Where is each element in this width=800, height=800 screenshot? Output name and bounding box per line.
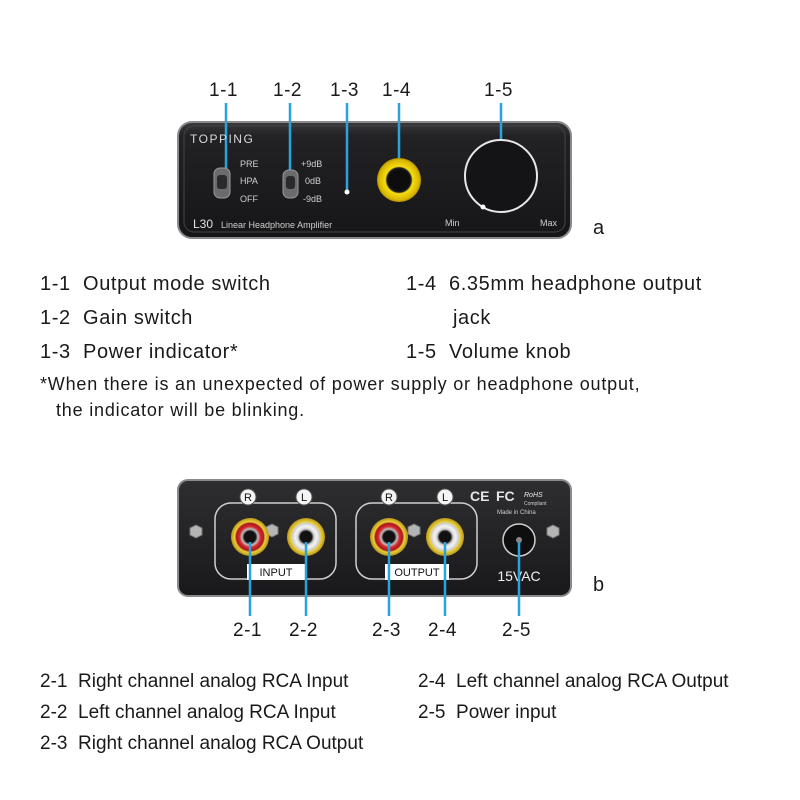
front-panel-diagram: TOPPING PRE HPA OFF +9dB 0dB -9dB Min Ma… xyxy=(177,103,572,239)
legend-item-1-4-cont: jack xyxy=(453,307,491,329)
headphone-jack-hole xyxy=(388,169,410,191)
legend-id: 2-5 xyxy=(418,702,446,723)
legend-text: Left channel analog RCA Output xyxy=(456,671,729,692)
callout-2-2: 2-2 xyxy=(289,620,318,641)
legend-item-1-5: 1-5 Volume knob xyxy=(406,341,571,364)
panel-label-a: a xyxy=(593,217,605,239)
callout-1-5: 1-5 xyxy=(484,80,513,101)
callout-1-3: 1-3 xyxy=(330,80,359,101)
mode-label-off: OFF xyxy=(240,194,258,204)
legend-text: Right channel analog RCA Input xyxy=(78,671,349,692)
fc-mark: FC xyxy=(496,488,515,504)
legend-item-2-4: 2-4 Left channel analog RCA Output xyxy=(418,671,729,693)
input-label: INPUT xyxy=(260,567,293,579)
legend-item-1-1: 1-1 Output mode switch xyxy=(40,273,271,296)
power-jack-pin xyxy=(516,537,522,543)
output-label: OUTPUT xyxy=(394,567,440,579)
legend-text: 6.35mm headphone output xyxy=(449,273,702,295)
jack-l-label-out: L xyxy=(442,492,448,504)
legend-item-2-5: 2-5 Power input xyxy=(418,702,556,724)
callout-1-2: 1-2 xyxy=(273,80,302,101)
legend-text: Right channel analog RCA Output xyxy=(78,733,364,754)
jack-r-label-out: R xyxy=(385,492,393,504)
legend-id: 2-4 xyxy=(418,671,446,692)
jack-l-label-in: L xyxy=(301,492,307,504)
legend-text: Output mode switch xyxy=(83,273,271,295)
gain-label-minus9: -9dB xyxy=(303,194,322,204)
legend-item-1-2: 1-2 Gain switch xyxy=(40,307,193,330)
blink-note-line1: *When there is an unexpected of power su… xyxy=(40,374,641,394)
jack-r-label-in: R xyxy=(244,492,252,504)
callout-2-4: 2-4 xyxy=(428,620,457,641)
front-panel xyxy=(177,121,572,239)
legend-text: Power input xyxy=(456,702,557,723)
knob-min-label: Min xyxy=(445,218,460,228)
output-mode-switch-lever xyxy=(217,175,227,189)
power-indicator xyxy=(344,189,350,195)
rca-input-right[interactable] xyxy=(231,518,269,556)
gain-label-plus9: +9dB xyxy=(301,159,322,169)
rca-input-left[interactable] xyxy=(287,518,325,556)
rca-output-right[interactable] xyxy=(370,518,408,556)
legend-id: 2-2 xyxy=(40,702,68,723)
legend-id: 1-5 xyxy=(406,341,437,363)
legend-item-2-3: 2-3 Right channel analog RCA Output xyxy=(40,733,363,755)
legend-id: 1-1 xyxy=(40,273,71,295)
legend-id: 1-3 xyxy=(40,341,71,363)
rohs-compliant: Compliant xyxy=(524,501,547,507)
legend-item-2-1: 2-1 Right channel analog RCA Input xyxy=(40,671,348,693)
made-in-label: Made in China xyxy=(497,510,536,516)
blink-note-line2: the indicator will be blinking. xyxy=(56,400,305,420)
panel-label-b: b xyxy=(593,574,605,596)
callout-leaders-b xyxy=(248,542,521,616)
callout-2-3: 2-3 xyxy=(372,620,401,641)
volume-knob-marker xyxy=(480,204,486,210)
legend-text: Left channel analog RCA Input xyxy=(78,702,336,723)
legend-id: 1-4 xyxy=(406,273,437,295)
knob-max-label: Max xyxy=(540,218,558,228)
legend-text: Power indicator* xyxy=(83,341,239,363)
callout-2-1: 2-1 xyxy=(233,620,262,641)
legend-id: 1-2 xyxy=(40,307,71,329)
volume-knob[interactable] xyxy=(464,139,538,213)
output-label-bg xyxy=(385,564,449,580)
callout-2-5: 2-5 xyxy=(502,620,531,641)
brand-logo: TOPPING xyxy=(190,132,254,146)
jack-badge-r-in xyxy=(239,488,257,506)
rear-panel-diagram: R L INPUT R L OUTPUT CE FC RoHS Complian… xyxy=(177,479,572,616)
legend-id: 2-3 xyxy=(40,733,68,754)
jack-badge-l-in xyxy=(295,488,313,506)
legend-text: Volume knob xyxy=(449,341,572,363)
mode-label-pre: PRE xyxy=(240,159,259,169)
legend-id: 2-1 xyxy=(40,671,68,692)
ce-mark: CE xyxy=(470,488,489,504)
legend-text: Gain switch xyxy=(83,307,194,329)
rohs-mark: RoHS xyxy=(524,492,543,499)
legend-item-1-4: 1-4 6.35mm headphone output xyxy=(406,273,702,296)
callout-1-4: 1-4 xyxy=(382,80,411,101)
legend-item-2-2: 2-2 Left channel analog RCA Input xyxy=(40,702,336,724)
input-label-bg xyxy=(247,564,305,580)
callout-1-1: 1-1 xyxy=(209,80,238,101)
subtitle-label: Linear Headphone Amplifier xyxy=(221,220,332,230)
jack-badge-l-out xyxy=(436,488,454,506)
rca-output-left[interactable] xyxy=(426,518,464,556)
jack-badge-r-out xyxy=(380,488,398,506)
model-label: L30 xyxy=(193,217,213,231)
mode-label-hpa: HPA xyxy=(240,176,258,186)
gain-label-0: 0dB xyxy=(305,176,321,186)
gain-switch-lever xyxy=(286,176,295,189)
legend-item-1-3: 1-3 Power indicator* xyxy=(40,341,238,364)
